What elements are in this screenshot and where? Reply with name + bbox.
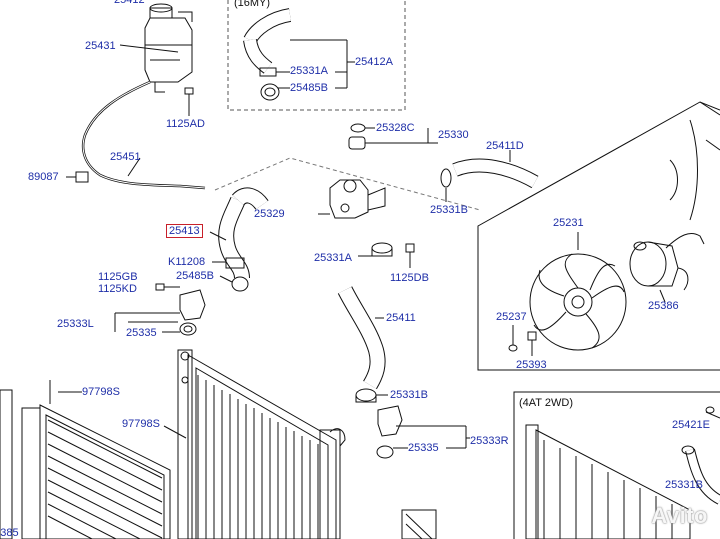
part-label-k11208[interactable]: K11208 (168, 256, 206, 268)
part-label-25335-left[interactable]: 25335 (126, 327, 157, 339)
part-label-25411d[interactable]: 25411D (486, 140, 524, 152)
part-label-25485b[interactable]: 25485B (176, 270, 214, 282)
part-label-1125gb[interactable]: 1125GB (98, 271, 138, 283)
box-4at-2wd (513, 391, 720, 539)
motor-25386 (629, 233, 705, 303)
part-label-25331b-mid[interactable]: 25331B (430, 204, 468, 216)
part-label-25413[interactable]: 25413 (166, 224, 203, 238)
fan-shroud (477, 101, 720, 371)
hose-25412a (243, 8, 355, 101)
part-label-25231[interactable]: 25231 (553, 217, 584, 229)
part-label-25451[interactable]: 25451 (110, 151, 141, 163)
part-label-25333r[interactable]: 25333R (470, 435, 509, 447)
part-label-bottom-left[interactable]: 25385 (0, 527, 19, 539)
overflow-hose (81, 80, 206, 190)
bracket-25333r (355, 388, 470, 459)
screw-25393 (508, 325, 537, 356)
part-label-1125kd[interactable]: 1125KD (98, 283, 137, 295)
caption-4at-2wd: (4AT 2WD) (519, 397, 573, 409)
part-label-25412a[interactable]: 25412A (355, 56, 393, 68)
caption-16my: (16MY) (234, 0, 271, 9)
thermostat-housing (318, 123, 438, 219)
bolt-1125ad (184, 87, 194, 116)
bracket-25333l (114, 283, 206, 336)
part-label-25412-top[interactable]: 25412 (114, 0, 145, 6)
part-label-25331a-top[interactable]: 25331A (290, 65, 328, 77)
part-label-25431[interactable]: 25431 (85, 40, 116, 52)
part-label-97798s[interactable]: 97798S (122, 418, 160, 430)
part-label-25421e[interactable]: 25421E (672, 419, 710, 431)
part-label-1125ad[interactable]: 1125AD (166, 118, 205, 130)
clamp-25331a (358, 242, 415, 268)
part-label-25328c[interactable]: 25328C (376, 122, 415, 134)
part-label-25331b-br[interactable]: 25331B (665, 479, 703, 491)
part-label-25333l[interactable]: 25333L (57, 318, 94, 330)
hose-25413 (209, 187, 269, 292)
dashed-box-16my (227, 0, 406, 111)
part-label-25386[interactable]: 25386 (648, 300, 679, 312)
hose-25411d (440, 150, 539, 202)
condenser-left (0, 380, 187, 539)
part-label-25331a[interactable]: 25331A (314, 252, 352, 264)
part-label-25237[interactable]: 25237 (496, 311, 527, 323)
watermark: Avito (651, 503, 708, 528)
hose-25411 (337, 286, 386, 390)
fan-25231 (529, 232, 627, 351)
part-label-25393[interactable]: 25393 (516, 359, 547, 371)
clip-89087 (66, 171, 89, 183)
part-label-97798s-top[interactable]: 97798S (82, 386, 120, 398)
part-label-25485b-top[interactable]: 25485B (290, 82, 328, 94)
part-label-25331b[interactable]: 25331B (390, 389, 428, 401)
part-label-25411[interactable]: 25411 (386, 312, 416, 324)
part-label-25335[interactable]: 25335 (408, 442, 439, 454)
reservoir-tank (144, 3, 193, 93)
part-label-89087[interactable]: 89087 (28, 171, 59, 183)
radiator-main (177, 349, 437, 539)
part-label-25330[interactable]: 25330 (438, 129, 469, 141)
part-label-25329[interactable]: 25329 (254, 208, 285, 220)
part-label-1125db[interactable]: 1125DB (390, 272, 429, 284)
